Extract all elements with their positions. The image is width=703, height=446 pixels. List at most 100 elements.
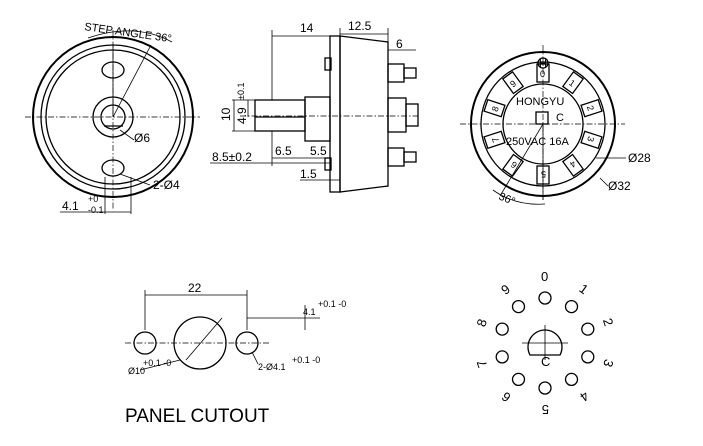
step-angle-arc — [87, 30, 173, 43]
side-holes-tol: +0.1 -0 — [292, 355, 320, 365]
pin-number-7: 7 — [474, 358, 491, 370]
dim-housing: 12.5 — [348, 19, 372, 33]
pin-hole-1 — [564, 299, 579, 314]
rating-label: 250VAC 16A — [506, 136, 569, 148]
rear-terminal-number-9: 9 — [508, 78, 518, 89]
rear-terminal-number-4: 4 — [568, 159, 578, 170]
pin-common-label: C — [541, 354, 550, 369]
panel-cutout-title: PANEL CUTOUT — [125, 406, 270, 427]
pin-hole-6 — [511, 372, 526, 387]
front-view: STEP ANGLE 36° Ø6 2-Ø4 4.1 +0 -0.1 — [25, 21, 200, 215]
pin-hole-4 — [564, 372, 579, 387]
pin-common-pad — [527, 329, 563, 356]
step-angle-label: STEP ANGLE 36° — [84, 21, 173, 45]
rear-terminal-tab-7 — [483, 130, 506, 150]
pin-number-1: 1 — [576, 281, 591, 297]
panel-cutout: 22 4.1 +0.1 -0 2-Ø4.1 +0.1 -0 Ø10 +0.1 -… — [125, 281, 346, 427]
offset-tol-lower: -0.1 — [88, 205, 104, 215]
pin-number-8: 8 — [473, 317, 490, 329]
offset-tol-upper: +0 — [88, 194, 98, 204]
bushing — [304, 96, 331, 142]
rear-common-label: C — [556, 112, 564, 124]
pin-hole-8 — [495, 322, 509, 336]
rear-terminal-number-7: 7 — [490, 136, 501, 144]
flange-tab-top — [324, 57, 332, 71]
rear-terminal-number-8: 8 — [490, 105, 501, 113]
pin-number-0: 0 — [541, 269, 548, 284]
pin-number-5: 5 — [542, 402, 549, 417]
pin-number-4: 4 — [577, 388, 592, 404]
pin-hole-2 — [581, 322, 595, 336]
terminal-1-tip — [403, 67, 417, 79]
rear-terminal-number-6: 6 — [509, 159, 519, 170]
terminals — [387, 63, 419, 167]
brand-label: HONGYU — [516, 96, 564, 108]
dim-flat: 4.9 — [235, 107, 249, 124]
step-angle-leader-a — [112, 44, 152, 118]
terminal-common — [387, 97, 407, 133]
dim-body-length: 14 — [300, 21, 314, 35]
angle-arc — [492, 189, 546, 205]
inner-dia-label: Ø28 — [628, 151, 651, 165]
outer-dia-leader — [599, 177, 609, 187]
angle-label: 36° — [497, 191, 517, 208]
housing-profile — [339, 35, 389, 193]
rear-terminal-tab-1 — [561, 70, 585, 95]
dim-flange: 1.5 — [300, 167, 317, 181]
terminal-2 — [387, 147, 405, 167]
dim-offset-tol: +0.1 -0 — [318, 299, 346, 309]
center-hole-label-leader — [139, 359, 181, 371]
outer-dia-label: Ø32 — [608, 179, 631, 193]
common-terminal — [535, 111, 549, 125]
pin-hole-5 — [538, 381, 552, 395]
logo-letter: H — [539, 58, 547, 70]
dim-spacing: 22 — [188, 281, 202, 295]
pin-number-3: 3 — [600, 357, 617, 369]
side-view: 14 12.5 6 10 4.9 ±0.1 8.5±0.2 6.5 5.5 1.… — [210, 19, 420, 193]
center-hole-label: Ø10 — [128, 366, 145, 376]
dim-terminal: 6 — [396, 37, 403, 51]
terminal-common-tip — [405, 103, 419, 127]
center-hole-leader — [185, 317, 223, 361]
terminal-1 — [387, 63, 405, 83]
shaft-dia-label: Ø6 — [134, 131, 150, 145]
cutout-right-hole — [235, 331, 259, 355]
offset-label: 4.1 — [62, 199, 79, 213]
dim-shaft-length: 8.5±0.2 — [212, 150, 252, 164]
rear-terminal-tab-3 — [580, 130, 603, 150]
holes-leader — [119, 173, 151, 186]
rear-terminal-tab-8 — [483, 98, 506, 118]
dim-bush-a: 6.5 — [275, 144, 292, 158]
shaft — [254, 99, 306, 132]
pin-hole-7 — [495, 350, 509, 364]
pin-hole-3 — [581, 350, 595, 364]
center-hole-tol: +0.1 -0 — [143, 358, 171, 368]
terminal-2-tip — [403, 151, 417, 163]
pin-hole-0 — [538, 291, 552, 305]
rear-terminal-tab-9 — [501, 70, 525, 95]
pin-number-2: 2 — [600, 316, 617, 328]
side-holes-label: 2-Ø4.1 — [258, 362, 286, 372]
holes-label: 2-Ø4 — [153, 178, 180, 192]
pin-number-6: 6 — [499, 389, 514, 405]
rear-terminal-number-5: 5 — [541, 169, 546, 179]
dim-bush-b: 5.5 — [310, 144, 327, 158]
rear-terminal-tab-2 — [580, 98, 603, 118]
rear-terminal-number-1: 1 — [567, 78, 577, 89]
rear-terminal-number-0: 0 — [540, 69, 545, 79]
rear-terminal-tab-4 — [561, 153, 585, 178]
dim-offset: 4.1 — [303, 307, 316, 317]
rear-terminal-number-3: 3 — [585, 135, 596, 143]
shaft-dia-leader — [119, 129, 135, 141]
dim-shaft-height: 10 — [219, 107, 233, 121]
rear-terminal-number-2: 2 — [585, 104, 596, 112]
side-holes-leader — [251, 351, 259, 365]
angle-leader-a — [499, 123, 544, 197]
pin-hole-9 — [511, 299, 526, 314]
rear-view: 1 2 3 4 5 6 7 8 9 0 H HONGYU C 250VAC 16A 36° Ø28… — [460, 45, 651, 208]
rear-terminal-tab-6 — [501, 153, 525, 178]
dim-flat-tol: ±0.1 — [236, 83, 246, 100]
